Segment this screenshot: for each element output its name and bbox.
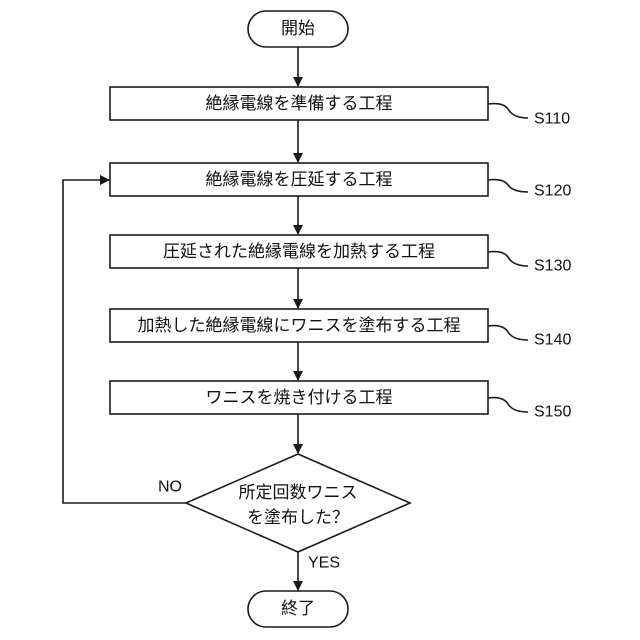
start-terminator: 開始 <box>248 11 348 47</box>
step-label: 圧延された絶縁電線を加熱する工程 <box>163 242 435 262</box>
start-label: 開始 <box>281 19 315 39</box>
process-step-s120: 絶縁電線を圧延する工程 <box>110 163 488 196</box>
step-code: S140 <box>534 332 571 349</box>
step-label: ワニスを焼き付ける工程 <box>206 388 393 408</box>
process-step-s140: 加熱した絶縁電線にワニスを塗布する工程 <box>110 309 488 342</box>
no-label: NO <box>158 479 182 496</box>
end-terminator: 終了 <box>248 591 348 627</box>
step-label: 絶縁電線を準備する工程 <box>206 94 393 114</box>
step-code-leader <box>488 326 528 340</box>
process-step-s150: ワニスを焼き付ける工程 <box>110 381 488 414</box>
step-code: S130 <box>534 258 571 275</box>
decision-line-1: 所定回数ワニス <box>239 483 358 503</box>
step-label: 絶縁電線を圧延する工程 <box>206 170 393 190</box>
decision-line-2: を塗布した？ <box>247 507 349 528</box>
step-code-leader <box>488 252 528 266</box>
process-step-s110: 絶縁電線を準備する工程 <box>110 87 488 120</box>
step-code: S150 <box>534 404 571 421</box>
step-code-leader <box>488 180 528 192</box>
step-code-leader <box>488 104 528 118</box>
step-label: 加熱した絶縁電線にワニスを塗布する工程 <box>138 315 461 336</box>
step-code: S120 <box>534 183 571 200</box>
end-label: 終了 <box>281 599 315 619</box>
process-step-s130: 圧延された絶縁電線を加熱する工程 <box>110 235 488 268</box>
decision-diamond: 所定回数ワニス を塗布した？ <box>186 454 410 552</box>
yes-label: YES <box>308 555 340 572</box>
step-code: S110 <box>534 111 570 128</box>
step-code-leader <box>488 398 528 412</box>
